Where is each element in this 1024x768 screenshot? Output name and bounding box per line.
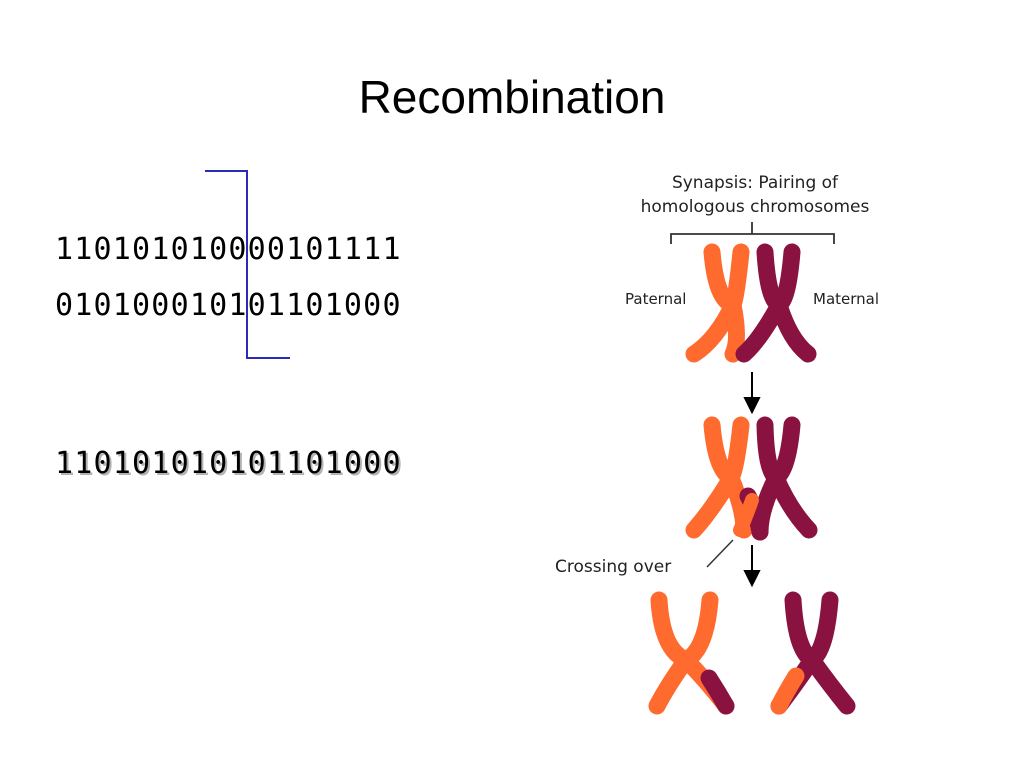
stage-3-recombinant-paternal: [648, 591, 735, 715]
crossover-bracket-top: [205, 170, 248, 172]
stage-1-maternal-chromosome: [735, 243, 817, 363]
parent-sequence-1: 110101010000101111: [55, 232, 402, 267]
crossover-segment-paternal: [733, 493, 759, 537]
synapsis-bracket: [670, 222, 835, 244]
stage-2-paternal-chromosome: [685, 416, 753, 539]
crossing-over-pointer: [706, 539, 734, 568]
crossing-over-label: Crossing over: [555, 557, 672, 577]
stage-1-paternal-chromosome: [685, 243, 750, 363]
crossover-bracket-bottom: [246, 357, 290, 359]
maternal-label: Maternal: [813, 290, 880, 308]
slide-title: Recombination: [358, 71, 666, 123]
synapsis-label-line-2: homologous chromosomes: [640, 197, 870, 217]
crossover-bracket-vertical: [246, 170, 248, 358]
stage-3-recombinant-maternal: [770, 591, 856, 715]
synapsis-label-line-1: Synapsis: Pairing of: [671, 173, 839, 193]
arrow-down-icon: [743, 545, 761, 588]
offspring-sequence: 110101010101101000: [55, 446, 402, 481]
arrow-down-icon: [743, 372, 761, 415]
parent-sequence-2: 010100010101101000: [55, 288, 402, 323]
stage-2-maternal-chromosome: [751, 416, 818, 541]
paternal-label: Paternal: [625, 290, 687, 308]
